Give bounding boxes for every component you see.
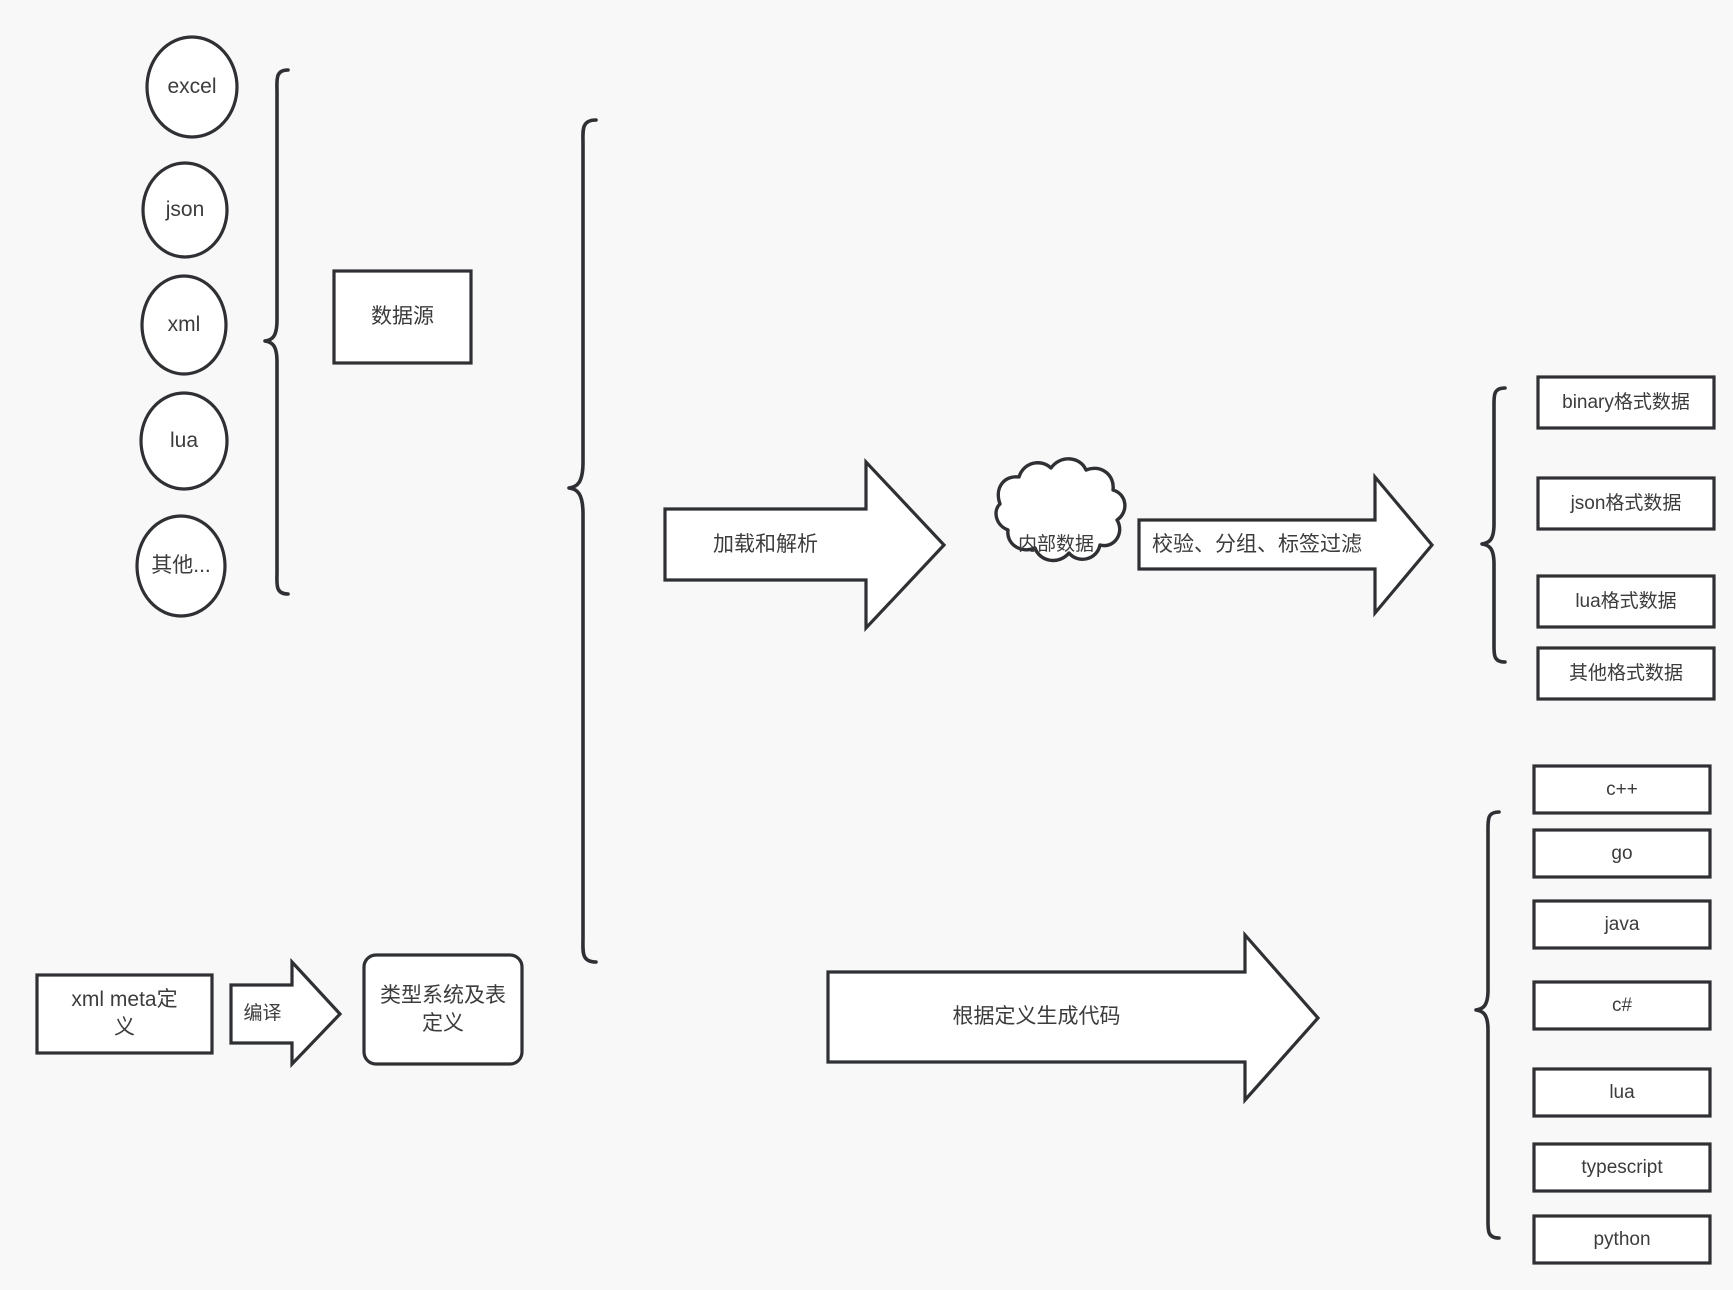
source-ellipse-json[interactable]: [141, 161, 229, 259]
internal-data-cloud[interactable]: [994, 457, 1127, 563]
xml-meta-box[interactable]: [35, 973, 214, 1055]
type-system-box[interactable]: [362, 953, 524, 1066]
load-parse-arrow[interactable]: [663, 457, 947, 633]
pipeline-input-brace: [567, 118, 598, 964]
source-ellipse-xml[interactable]: [140, 274, 228, 376]
data-source-box[interactable]: [332, 269, 473, 365]
codegen-arrow[interactable]: [826, 930, 1321, 1105]
language-box-typescript[interactable]: [1532, 1142, 1712, 1193]
language-box-lua[interactable]: [1532, 1067, 1712, 1118]
format-box-json[interactable]: [1536, 476, 1716, 531]
data-format-brace: [1480, 386, 1507, 664]
source-group-brace: [263, 68, 290, 596]
source-ellipse-lua[interactable]: [139, 391, 229, 491]
language-box-cpp[interactable]: [1532, 764, 1712, 815]
language-box-go[interactable]: [1532, 828, 1712, 879]
language-brace: [1474, 810, 1501, 1240]
format-box-binary[interactable]: [1536, 375, 1716, 430]
source-ellipse-excel[interactable]: [145, 35, 239, 139]
filter-arrow[interactable]: [1137, 472, 1435, 618]
language-box-csharp[interactable]: [1532, 980, 1712, 1031]
language-box-java[interactable]: [1532, 899, 1712, 950]
compile-arrow[interactable]: [229, 957, 343, 1068]
language-box-python[interactable]: [1532, 1214, 1712, 1265]
format-box-other[interactable]: [1536, 646, 1716, 701]
source-ellipse-other[interactable]: [135, 514, 227, 618]
format-box-lua[interactable]: [1536, 574, 1716, 629]
